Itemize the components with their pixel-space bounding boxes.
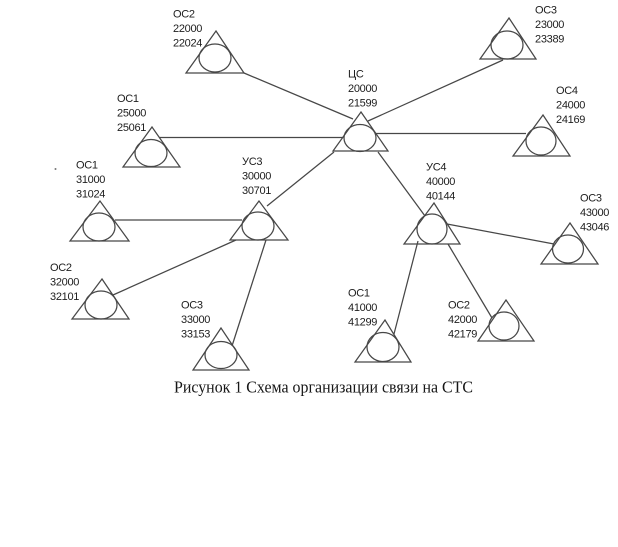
svg-text:ОС2: ОС2	[173, 9, 195, 21]
svg-text:30701: 30701	[242, 185, 271, 197]
svg-text:31024: 31024	[76, 189, 105, 201]
svg-text:22000: 22000	[173, 23, 202, 35]
svg-text:42000: 42000	[448, 314, 477, 326]
svg-text:Рисунок 1 Схема организации св: Рисунок 1 Схема организации связи на СТС	[174, 378, 473, 397]
svg-text:ОС3: ОС3	[580, 193, 602, 205]
svg-text:42179: 42179	[448, 329, 477, 341]
svg-text:21599: 21599	[348, 98, 377, 110]
svg-text:31000: 31000	[76, 174, 105, 186]
svg-text:40000: 40000	[426, 176, 455, 188]
svg-text:22024: 22024	[173, 38, 202, 50]
svg-text:ОС1: ОС1	[76, 160, 98, 172]
svg-text:23000: 23000	[535, 19, 564, 31]
svg-text:ОС1: ОС1	[348, 288, 370, 300]
svg-text:УС3: УС3	[242, 156, 262, 168]
svg-text:ОС2: ОС2	[448, 300, 470, 312]
svg-text:УС4: УС4	[426, 162, 446, 174]
svg-text:ОС4: ОС4	[556, 85, 578, 97]
svg-text:24000: 24000	[556, 100, 585, 112]
svg-text:24169: 24169	[556, 114, 585, 126]
svg-text:33000: 33000	[181, 314, 210, 326]
svg-text:43046: 43046	[580, 222, 609, 234]
svg-text:25061: 25061	[117, 122, 146, 134]
svg-text:30000: 30000	[242, 171, 271, 183]
svg-text:32000: 32000	[50, 277, 79, 289]
svg-text:41299: 41299	[348, 317, 377, 329]
svg-text:23389: 23389	[535, 34, 564, 46]
svg-text:ОС3: ОС3	[181, 300, 203, 312]
svg-text:25000: 25000	[117, 108, 146, 120]
svg-text:43000: 43000	[580, 207, 609, 219]
svg-text:ОС2: ОС2	[50, 262, 72, 274]
svg-text:40144: 40144	[426, 191, 455, 203]
svg-text:ОС3: ОС3	[535, 5, 557, 17]
svg-text:ЦС: ЦС	[348, 69, 364, 81]
svg-text:32101: 32101	[50, 291, 79, 303]
svg-text:20000: 20000	[348, 83, 377, 95]
svg-text:33153: 33153	[181, 329, 210, 341]
svg-text:41000: 41000	[348, 302, 377, 314]
svg-text:ОС1: ОС1	[117, 93, 139, 105]
